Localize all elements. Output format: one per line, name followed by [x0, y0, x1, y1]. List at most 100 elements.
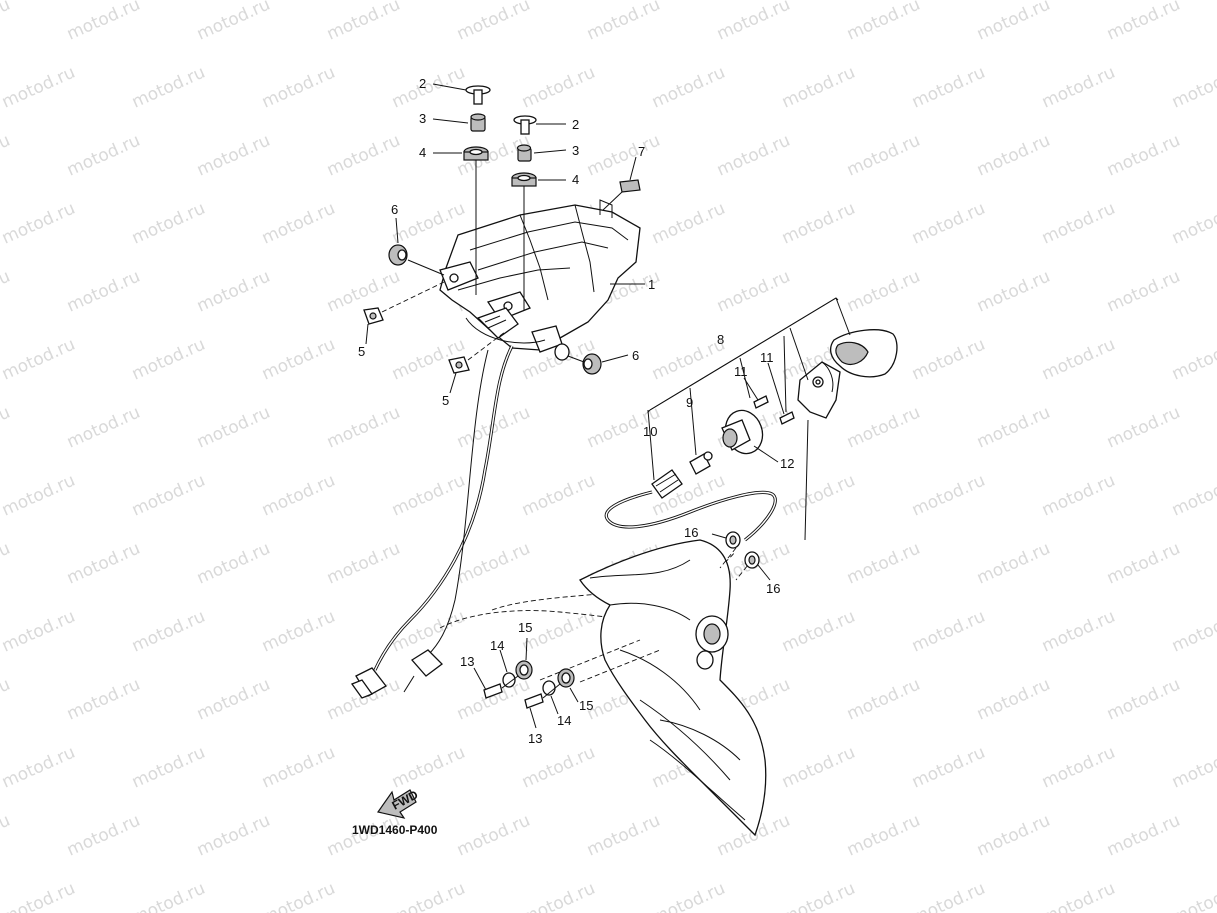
watermark-text: motod.ru [1039, 471, 1118, 521]
watermark-text: motod.ru [0, 607, 78, 657]
watermark-text: motod.ru [194, 131, 273, 181]
watermark-text: motod.ru [0, 335, 78, 385]
watermark-text: motod.ru [909, 63, 988, 113]
watermark-text: motod.ru [194, 675, 273, 725]
watermark-text: motod.ru [454, 811, 533, 861]
watermark-text: motod.ru [454, 675, 533, 725]
watermark-text: motod.ru [1104, 0, 1183, 45]
small-screw-11a [753, 395, 769, 409]
watermark-text: motod.ru [1169, 607, 1217, 657]
watermark-text: motod.ru [0, 267, 13, 317]
watermark-text: motod.ru [129, 63, 208, 113]
watermark-text: motod.ru [64, 811, 143, 861]
callout-leaders [365, 83, 785, 729]
watermark-text: motod.ru [1104, 539, 1183, 589]
diagram-code: 1WD1460-P400 [352, 823, 438, 837]
watermark-text: motod.ru [779, 471, 858, 521]
watermark-text: motod.ru [714, 0, 793, 45]
watermark-text: motod.ru [974, 131, 1053, 181]
watermark-text: motod.ru [649, 199, 728, 249]
watermark-text: motod.ru [844, 811, 923, 861]
watermark-text: motod.ru [844, 539, 923, 589]
callout-14-lower: 14 [557, 713, 571, 728]
watermark-text: motod.ru [259, 471, 338, 521]
watermark-text: motod.ru [454, 0, 533, 45]
watermark-text: motod.ru [844, 131, 923, 181]
watermark-text: motod.ru [649, 879, 728, 913]
watermark-text: motod.ru [909, 743, 988, 793]
watermark-text: motod.ru [0, 539, 13, 589]
watermark-text: motod.ru [324, 539, 403, 589]
watermark-text: motod.ru [974, 539, 1053, 589]
watermark-text: motod.ru [454, 539, 533, 589]
watermark-text: motod.ru [259, 743, 338, 793]
grommet-right [554, 343, 602, 375]
watermark-text: motod.ru [844, 675, 923, 725]
watermark-text: motod.ru [844, 267, 923, 317]
license-light-cover [829, 329, 898, 378]
callout-13-lower: 13 [528, 731, 542, 746]
grommet-left [388, 244, 445, 276]
screw-stack-right [511, 115, 537, 310]
watermark-text: motod.ru [64, 403, 143, 453]
watermark-text: motod.ru [909, 199, 988, 249]
watermark-text: motod.ru [324, 403, 403, 453]
watermark-text: motod.ru [909, 607, 988, 657]
watermark-text: motod.ru [1039, 743, 1118, 793]
callout-11-upper: 11 [760, 350, 774, 365]
watermark-text: motod.ru [779, 607, 858, 657]
watermark-text: motod.ru [194, 403, 273, 453]
watermark-text: motod.ru [1104, 267, 1183, 317]
watermark-text: motod.ru [584, 0, 663, 45]
watermark-text: motod.ru [1104, 675, 1183, 725]
callout-1: 1 [648, 277, 655, 292]
watermark-text: motod.ru [844, 403, 923, 453]
watermark-text: motod.ru [194, 0, 273, 45]
fender-grommet-16b [744, 551, 760, 569]
watermark-text: motod.ru [1039, 335, 1118, 385]
watermark-text: motod.ru [259, 607, 338, 657]
callout-11-lower: 11 [734, 364, 748, 379]
watermark-text: motod.ru [64, 267, 143, 317]
watermark-text: motod.ru [129, 199, 208, 249]
callout-2-upper: 2 [419, 76, 426, 91]
watermark-text: motod.ru [974, 675, 1053, 725]
wire-harness [350, 345, 514, 699]
watermark-text: motod.ru [714, 267, 793, 317]
socket-cord [604, 469, 777, 542]
watermark-text: motod.ru [259, 335, 338, 385]
watermark-text: motod.ru [129, 471, 208, 521]
watermark-text: motod.ru [779, 743, 858, 793]
watermark-text: motod.ru [259, 199, 338, 249]
callout-16-lower: 16 [766, 581, 780, 596]
watermark-text: motod.ru [324, 0, 403, 45]
watermark-text: motod.ru [0, 879, 78, 913]
callout-12: 12 [780, 456, 794, 471]
watermark-text: motod.ru [0, 811, 13, 861]
watermark-text: motod.ru [519, 471, 598, 521]
callout-3-upper: 3 [419, 111, 426, 126]
watermark-text: motod.ru [129, 743, 208, 793]
watermark-text: motod.ru [779, 879, 858, 913]
callout-6-right: 6 [632, 348, 639, 363]
watermark-text: motod.ru [0, 131, 13, 181]
watermark-text: motod.ru [974, 0, 1053, 45]
callout-13-upper: 13 [460, 654, 474, 669]
watermark-text: motod.ru [909, 335, 988, 385]
watermark-text: motod.ru [64, 539, 143, 589]
callout-15-lower: 15 [579, 698, 593, 713]
watermark-text: motod.ru [0, 743, 78, 793]
watermark-text: motod.ru [389, 879, 468, 913]
callout-6-left: 6 [391, 202, 398, 217]
watermark-text: motod.ru [389, 63, 468, 113]
watermark-text: motod.ru [324, 267, 403, 317]
watermark-text: motod.ru [64, 131, 143, 181]
watermark-text: motod.ru [649, 63, 728, 113]
callout-labels: 2 3 4 2 3 4 7 6 1 5 5 6 8 11 11 9 10 12 … [358, 76, 794, 746]
fwd-arrow: FWD [376, 787, 421, 819]
callout-15-upper: 15 [518, 620, 532, 635]
callout-4-lower: 4 [572, 172, 579, 187]
callout-9: 9 [686, 395, 693, 410]
watermark-text: motod.ru [0, 471, 78, 521]
